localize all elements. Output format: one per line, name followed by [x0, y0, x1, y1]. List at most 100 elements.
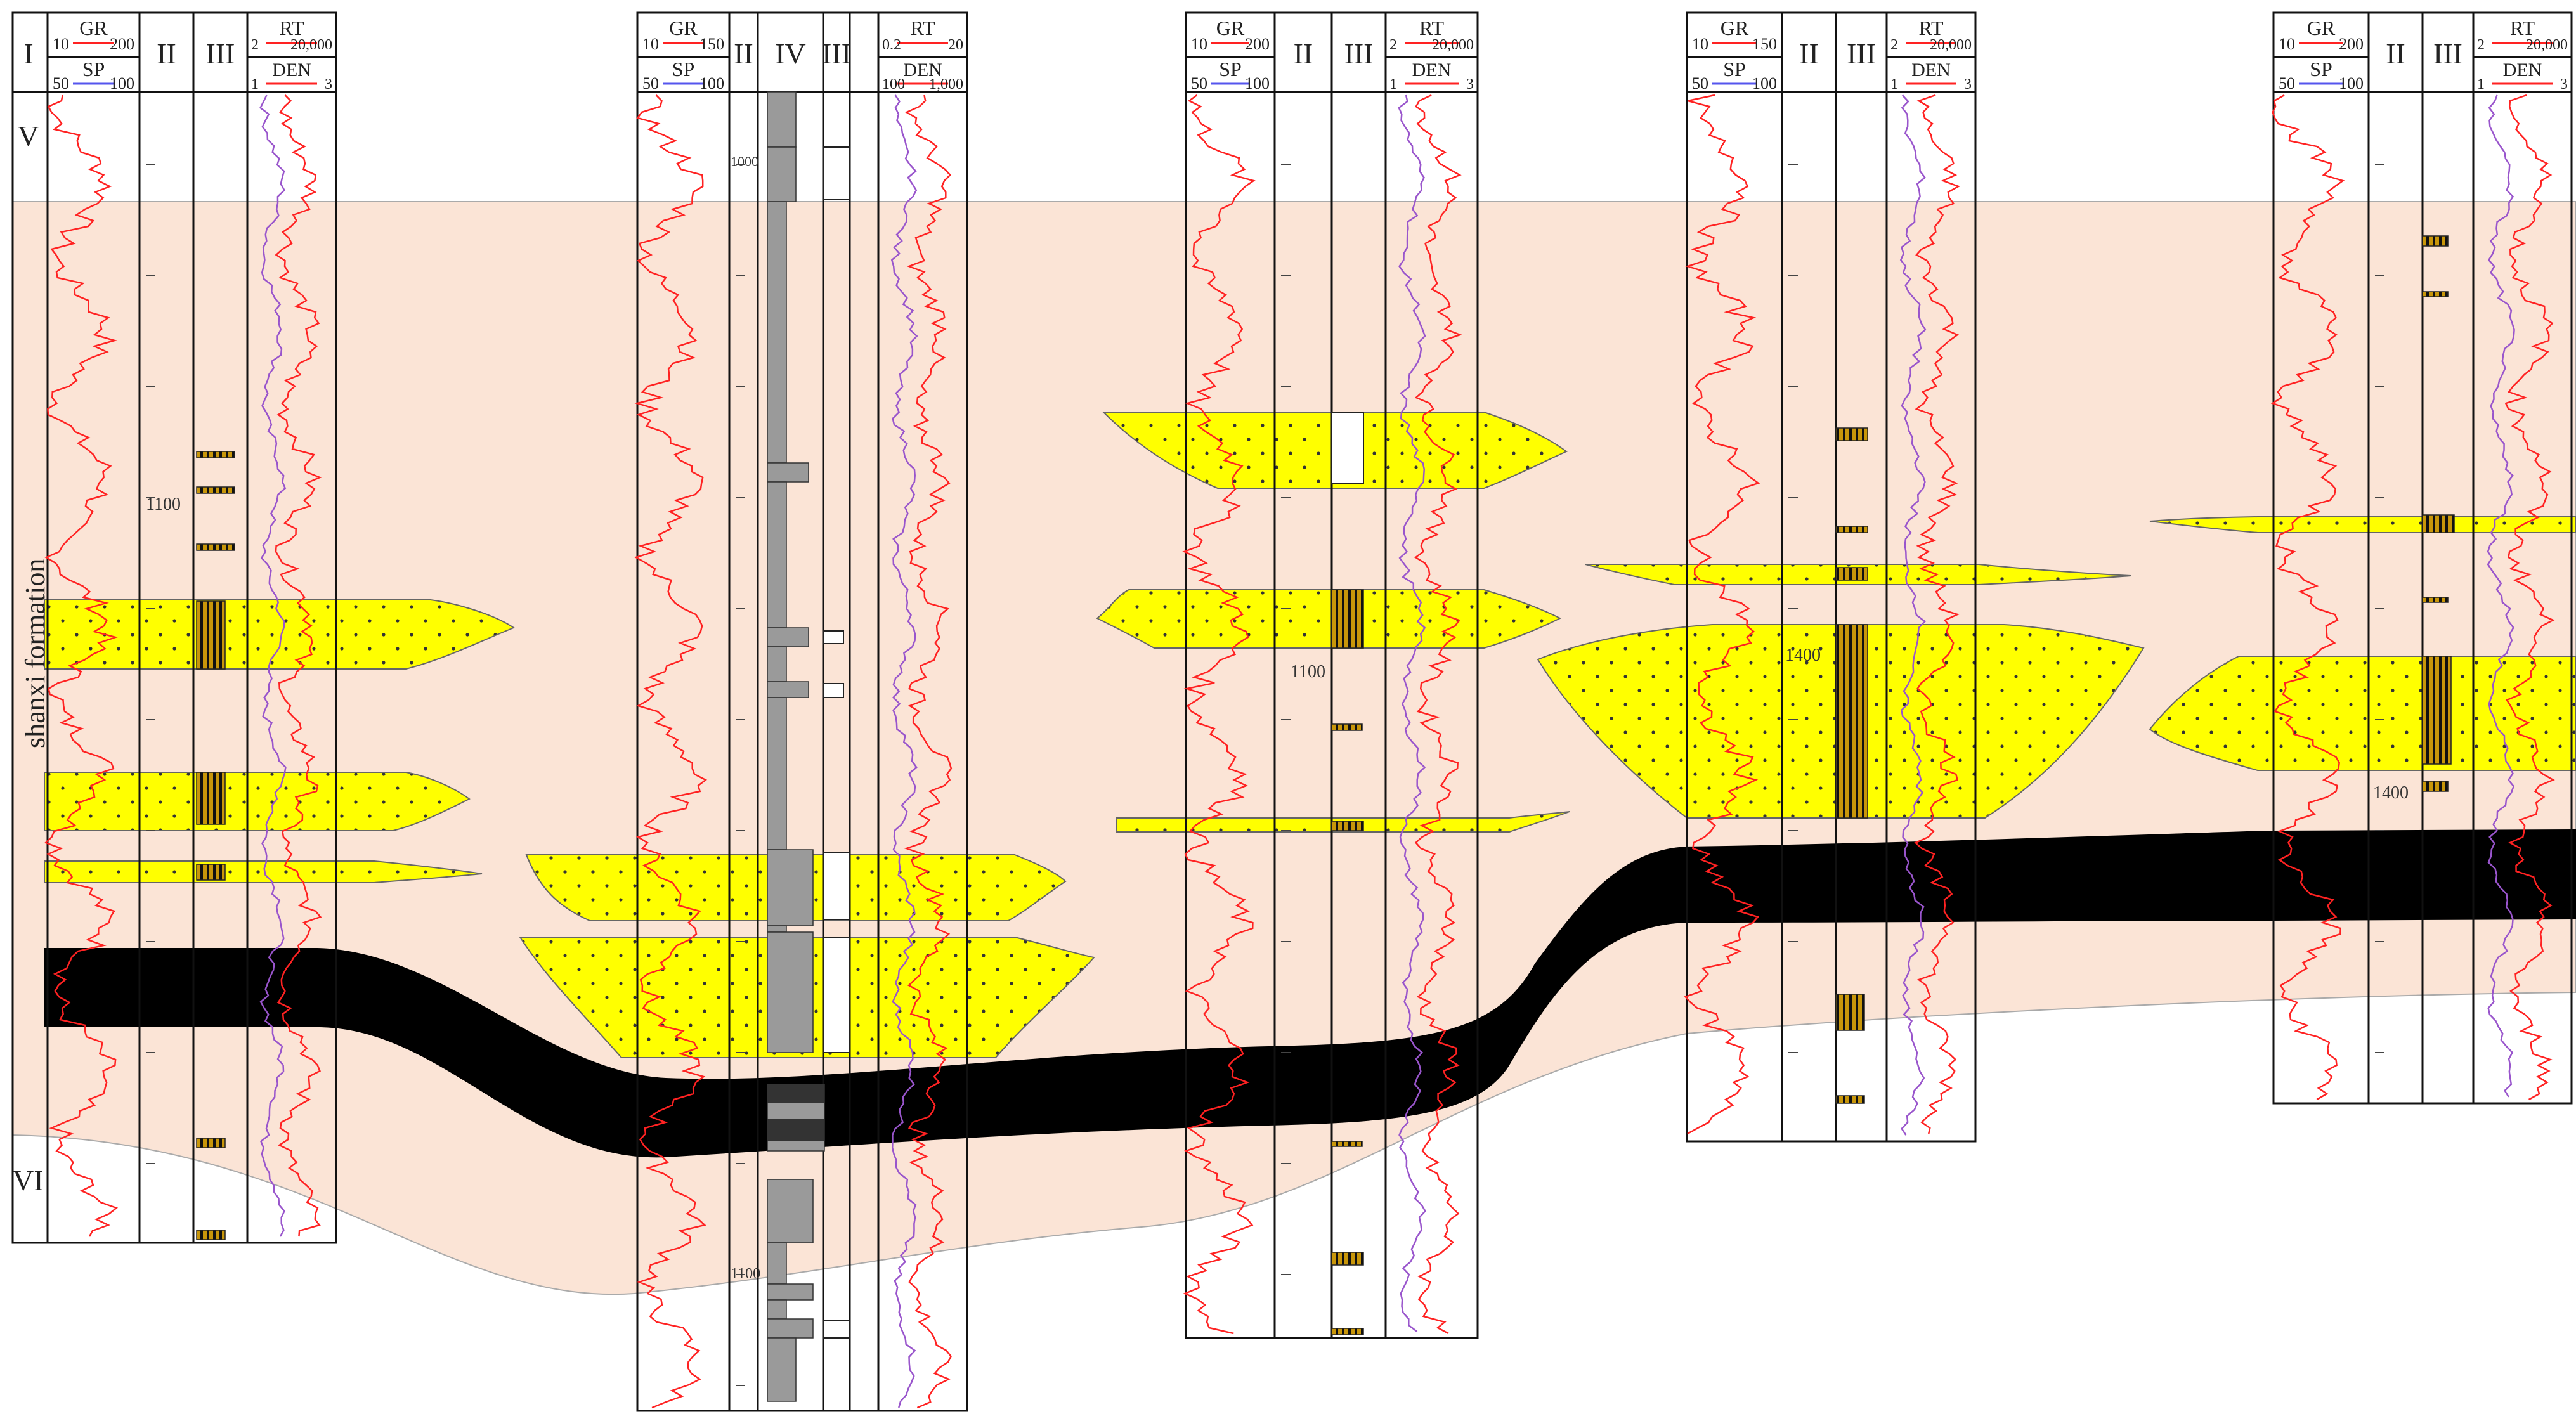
- col-header-III: III: [822, 37, 851, 70]
- den-min: 1: [1389, 76, 1397, 93]
- interpretation-bar: [2422, 291, 2449, 297]
- lithology-block: [767, 681, 809, 698]
- zone-label-V: V: [18, 120, 39, 152]
- den-min: 1: [1890, 76, 1898, 93]
- lithology-block: [767, 931, 814, 1053]
- gr-max: 200: [110, 35, 134, 53]
- lithology-block: [767, 925, 787, 933]
- interpretation-bar: [2422, 235, 2449, 247]
- col-header-II: II: [1799, 37, 1819, 70]
- sand-body: [44, 860, 483, 883]
- den-min: 1: [251, 76, 259, 93]
- sp-name: SP: [2310, 58, 2332, 81]
- col-header-IV: IV: [775, 37, 806, 70]
- sand-body: [1096, 589, 1562, 649]
- rt-name: RT: [2510, 16, 2535, 39]
- lithology-block: [767, 1318, 814, 1339]
- col-header-III: III: [1847, 37, 1876, 70]
- lithology-block: [767, 146, 797, 202]
- interpretation-bar: [1835, 994, 1865, 1031]
- sp-min: 50: [2279, 74, 2295, 93]
- lithology-block: [767, 627, 809, 647]
- sp-min: 50: [642, 74, 659, 93]
- gr-min: 10: [1692, 35, 1708, 53]
- den-curve: [1899, 94, 1927, 1136]
- sp-name: SP: [82, 58, 105, 81]
- den-name: DEN: [272, 60, 311, 81]
- interpretation-bar: [2422, 781, 2449, 792]
- depth-label-1000: 1000: [731, 153, 758, 169]
- well-frame: [1686, 11, 1977, 1143]
- gr-curve: [2270, 94, 2345, 1101]
- interpretation-bar: [196, 543, 235, 551]
- den-name: DEN: [1412, 60, 1452, 81]
- gr-name: GR: [2307, 16, 2336, 39]
- lithology-block: [767, 1299, 787, 1320]
- interpretation-bar: [1331, 723, 1363, 731]
- col-header-III: III: [206, 37, 235, 70]
- interval-box: [1331, 412, 1364, 484]
- sp-max: 100: [1752, 74, 1777, 93]
- lithology-block: [767, 201, 787, 464]
- lithology-block: [767, 1242, 787, 1285]
- interpretation-bar: [1835, 1095, 1865, 1104]
- rt-curve: [904, 94, 953, 1409]
- sp-max: 100: [2339, 74, 2364, 93]
- rt-name: RT: [280, 16, 304, 39]
- formation-name: shanxi formation: [20, 558, 51, 748]
- interpretation-bar: [1331, 1328, 1364, 1335]
- den-max: 1,000: [929, 76, 963, 93]
- den-name: DEN: [2503, 60, 2542, 81]
- rt-curve: [2504, 94, 2555, 1101]
- rt-min: 2: [2477, 37, 2485, 53]
- sand-body: [44, 772, 471, 831]
- lithology-block: [767, 481, 787, 628]
- den-max: 3: [325, 76, 332, 93]
- sand-body: [2149, 516, 2576, 533]
- gr-curve: [1182, 94, 1256, 1335]
- interpretation-bar: [1835, 526, 1868, 533]
- col-header-II: II: [2386, 37, 2405, 70]
- col-header-III: III: [2433, 37, 2462, 70]
- interpretation-bar: [1331, 589, 1364, 649]
- interpretation-bar: [196, 1138, 226, 1148]
- sp-max: 100: [1245, 74, 1270, 93]
- rt-max: 20,000: [1432, 37, 1474, 53]
- zone-label-VI: VI: [13, 1164, 44, 1197]
- interval-box: [823, 630, 844, 644]
- col-header-I: I: [23, 37, 33, 70]
- lithology-block: [767, 1337, 797, 1402]
- den-max: 3: [1466, 76, 1474, 93]
- den-name: DEN: [903, 60, 942, 81]
- sp-max: 100: [110, 74, 134, 93]
- gr-name: GR: [1721, 16, 1749, 39]
- sp-min: 50: [1191, 74, 1207, 93]
- den-max: 3: [1964, 76, 1972, 93]
- lithology-block: [767, 646, 787, 682]
- lithology-block: [767, 849, 814, 926]
- rt-curve: [1414, 94, 1463, 1335]
- sand-body: [44, 599, 516, 670]
- interpretation-bar: [196, 1230, 226, 1240]
- lithology-block: [767, 697, 787, 850]
- interpretation-bar: [196, 486, 235, 494]
- den-min: 1: [2477, 76, 2485, 93]
- coal-lithology: [767, 1119, 824, 1141]
- interval-box: [823, 146, 850, 200]
- den-name: DEN: [1911, 60, 1951, 81]
- lithology-block: [767, 1283, 814, 1301]
- well-frame: [11, 11, 337, 1244]
- den-max: 3: [2560, 76, 2568, 93]
- rt-min: 2: [1389, 37, 1397, 53]
- rt-min: 2: [1890, 37, 1898, 53]
- col-header-II: II: [1294, 37, 1313, 70]
- well-frame: [636, 11, 968, 1412]
- gr-name: GR: [1216, 16, 1245, 39]
- gr-curve: [44, 94, 119, 1237]
- rt-curve: [275, 94, 322, 1237]
- interpretation-bar: [1331, 1252, 1364, 1266]
- gr-min: 10: [642, 35, 659, 53]
- gr-min: 10: [1191, 35, 1207, 53]
- lithology-block: [767, 462, 809, 483]
- den-min: 100: [882, 76, 905, 93]
